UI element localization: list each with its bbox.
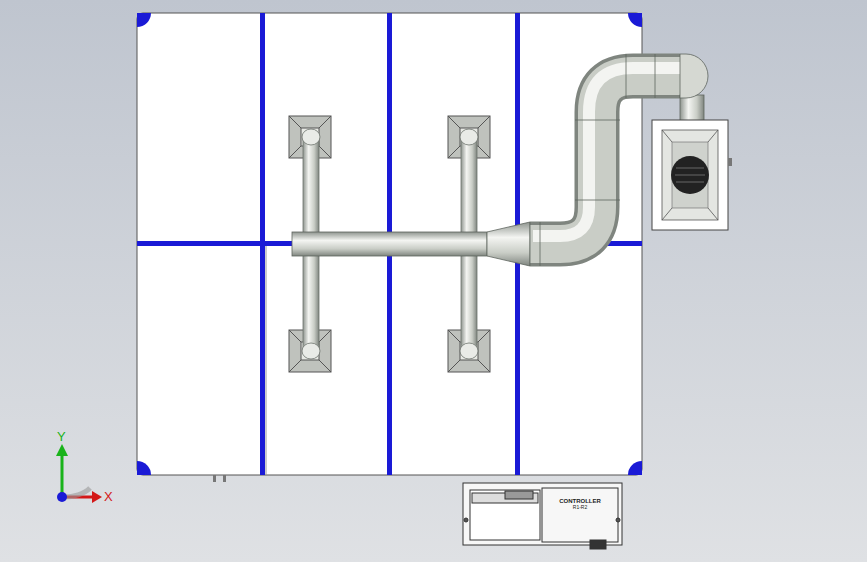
controller-text: R1-R2 [546, 505, 614, 511]
diffusers [289, 116, 490, 372]
controller-text: CONTROLLER [546, 498, 614, 505]
controller-housing [463, 483, 622, 549]
main-duct [292, 54, 708, 266]
axis-label: X [104, 490, 113, 503]
controller-label-panel: CONTROLLERR1-R2 [544, 496, 616, 513]
hangers [213, 475, 226, 482]
air-handler [652, 120, 732, 230]
axis-label: Y [57, 430, 66, 443]
axis-triad [56, 444, 102, 503]
